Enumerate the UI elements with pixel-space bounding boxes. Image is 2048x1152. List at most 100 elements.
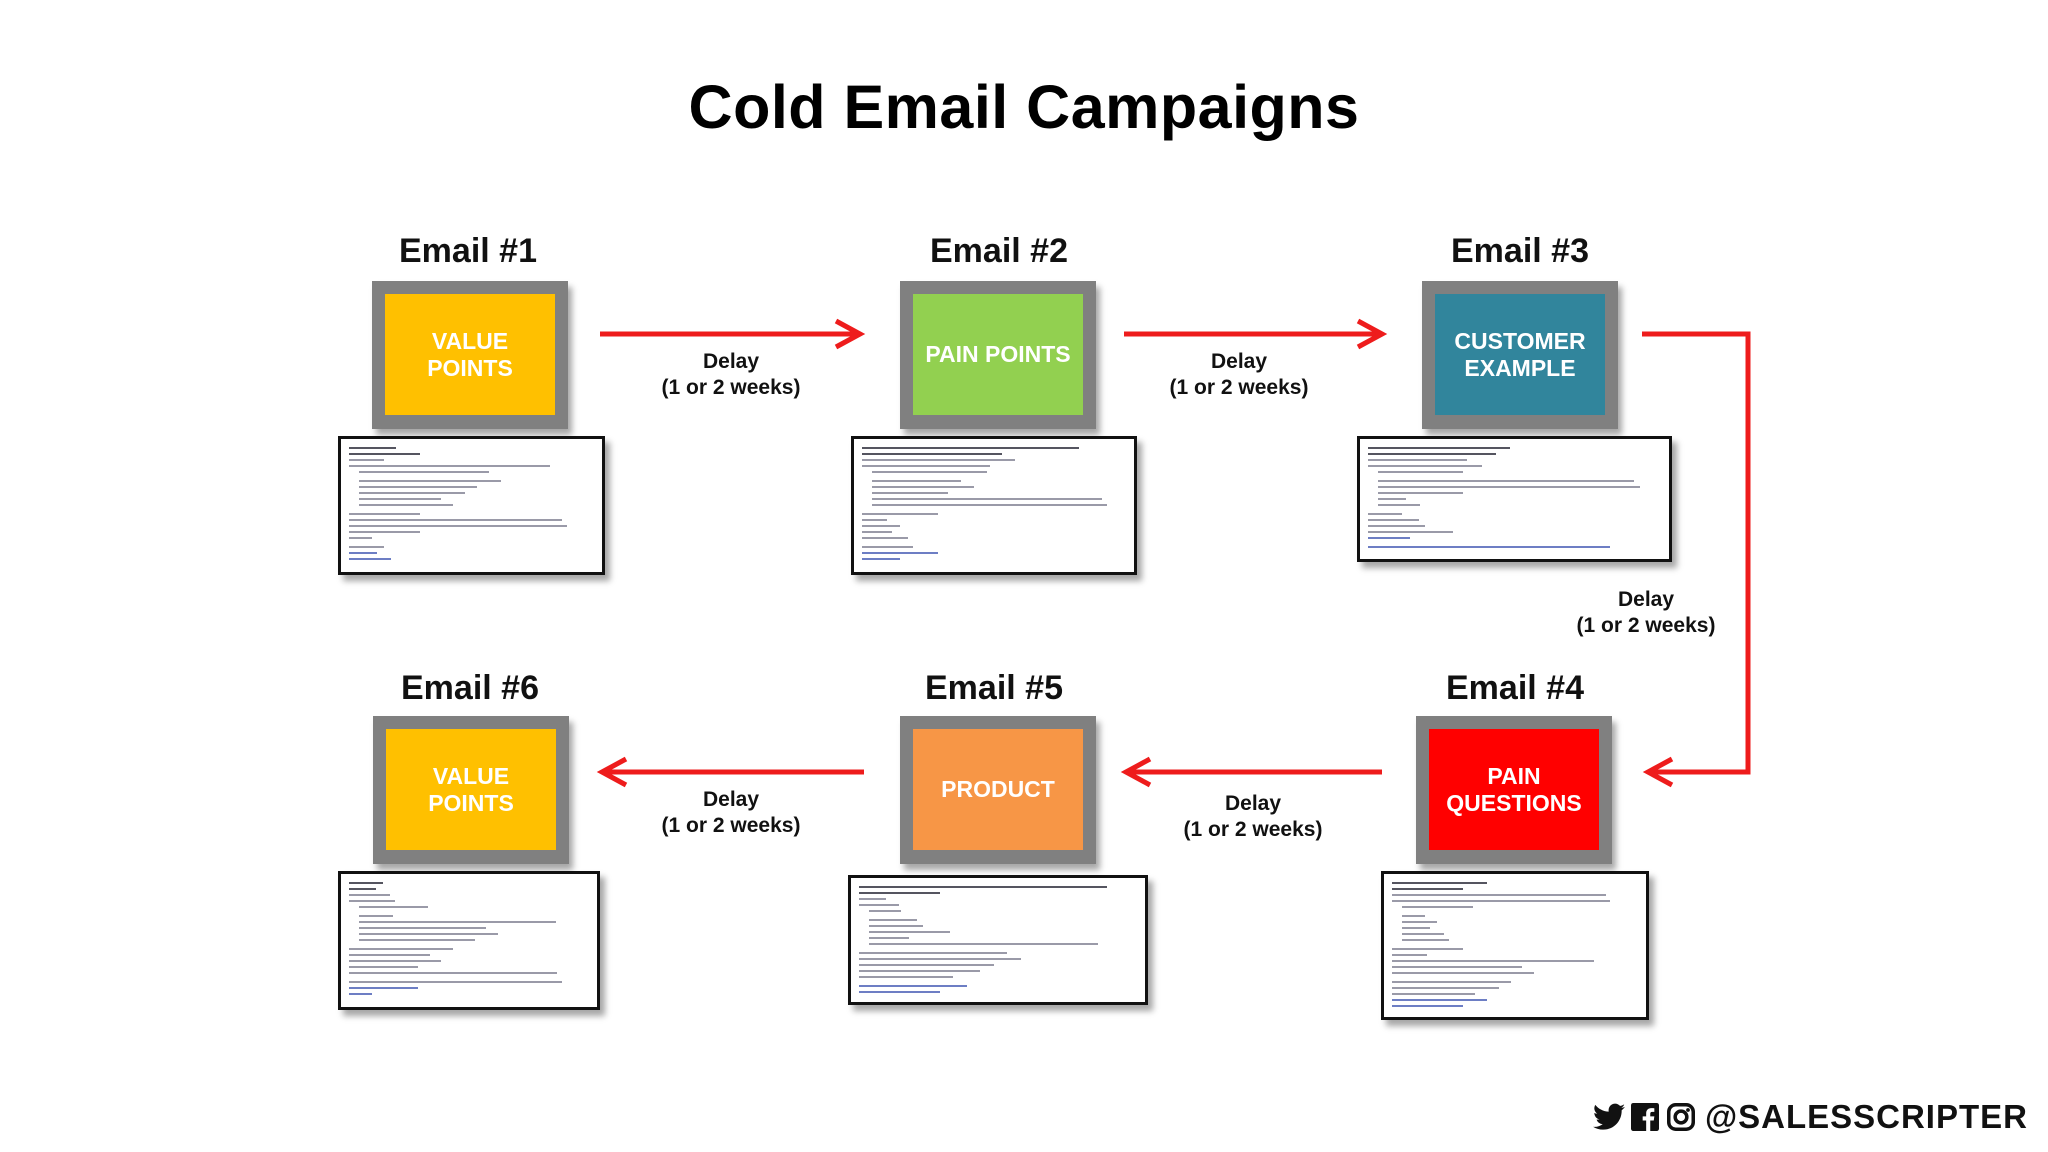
arrowhead-email1-to-email2 bbox=[834, 318, 866, 350]
thumbnail-text-line bbox=[1378, 471, 1463, 473]
thumbnail-text-line bbox=[1378, 492, 1463, 494]
thumbnail-text-line bbox=[1402, 939, 1449, 941]
thumbnail-text-line bbox=[359, 939, 475, 941]
thumbnail-text-line bbox=[349, 519, 562, 521]
thumbnail-text-line bbox=[1392, 981, 1511, 983]
email-6-label: Email #6 bbox=[401, 669, 539, 707]
delay-3-title: Delay bbox=[1617, 588, 1675, 611]
thumbnail-text-line bbox=[1368, 447, 1510, 449]
thumbnail-text-line bbox=[872, 498, 1102, 500]
thumbnail-text-line bbox=[872, 486, 974, 488]
thumbnail-text-line bbox=[1378, 498, 1406, 500]
thumbnail-text-line bbox=[1402, 933, 1444, 935]
email-4-box: PAIN QUESTIONS bbox=[1429, 729, 1599, 850]
thumbnail-text-line bbox=[359, 498, 441, 500]
thumbnail-text-line bbox=[359, 933, 498, 935]
thumbnail-text-line bbox=[1368, 459, 1467, 461]
thumbnail-text-line bbox=[1368, 453, 1496, 455]
delay-5-title: Delay bbox=[702, 788, 760, 811]
email-3-box: CUSTOMER EXAMPLE bbox=[1435, 294, 1605, 415]
thumbnail-text-line bbox=[859, 976, 953, 978]
thumbnail-text-line bbox=[1378, 504, 1420, 506]
email-3-label: Email #3 bbox=[1451, 232, 1589, 270]
thumbnail-text-line bbox=[349, 981, 562, 983]
thumbnail-text-line bbox=[872, 471, 987, 473]
thumbnail-text-line bbox=[862, 552, 938, 554]
email-3-frame: CUSTOMER EXAMPLE bbox=[1422, 281, 1618, 429]
thumbnail-text-line bbox=[1392, 987, 1499, 989]
facebook-icon[interactable] bbox=[1629, 1101, 1661, 1133]
thumbnail-text-line bbox=[349, 558, 391, 560]
email-6-thumbnail bbox=[338, 871, 600, 1010]
thumbnail-text-line bbox=[859, 958, 1021, 960]
thumbnail-text-line bbox=[1392, 954, 1427, 956]
thumbnail-text-line bbox=[1392, 960, 1594, 962]
thumbnail-text-line bbox=[349, 465, 550, 467]
thumbnail-text-line bbox=[359, 492, 465, 494]
thumbnail-text-line bbox=[359, 504, 453, 506]
thumbnail-text-line bbox=[862, 453, 1002, 455]
thumbnail-text-line bbox=[1368, 513, 1402, 515]
email-4-label: Email #4 bbox=[1446, 669, 1584, 707]
delay-label-3: Delay (1 or 2 weeks) bbox=[1546, 587, 1746, 639]
email-2-thumbnail bbox=[851, 436, 1137, 575]
thumbnail-text-line bbox=[1368, 537, 1410, 539]
email-1-box: VALUE POINTS bbox=[385, 294, 555, 415]
thumbnail-text-line bbox=[859, 952, 1007, 954]
thumbnail-text-line bbox=[349, 888, 376, 890]
arrowhead-email2-to-email3 bbox=[1356, 318, 1388, 350]
email-1-label: Email #1 bbox=[399, 232, 537, 270]
thumbnail-text-line bbox=[1392, 882, 1487, 884]
thumbnail-text-line bbox=[1368, 546, 1610, 548]
thumbnail-text-line bbox=[359, 915, 393, 917]
thumbnail-text-line bbox=[862, 465, 990, 467]
social-handle[interactable]: @SALESSCRIPTER bbox=[1704, 1098, 2028, 1135]
arrowhead-email3-to-email4 bbox=[1642, 756, 1674, 788]
thumbnail-text-line bbox=[359, 921, 556, 923]
thumbnail-text-line bbox=[1392, 900, 1610, 902]
thumbnail-text-line bbox=[349, 447, 396, 449]
thumbnail-text-line bbox=[1402, 915, 1425, 917]
thumbnail-text-line bbox=[1402, 906, 1473, 908]
thumbnail-text-line bbox=[349, 552, 377, 554]
email-2-box: PAIN POINTS bbox=[913, 294, 1083, 415]
arrowhead-email4-to-email5 bbox=[1120, 756, 1152, 788]
thumbnail-text-line bbox=[349, 513, 420, 515]
thumbnail-text-line bbox=[869, 925, 923, 927]
email-2-frame: PAIN POINTS bbox=[900, 281, 1096, 429]
thumbnail-text-line bbox=[1392, 1005, 1463, 1007]
thumbnail-text-line bbox=[349, 531, 420, 533]
thumbnail-text-line bbox=[349, 900, 395, 902]
delay-4-duration: (1 or 2 weeks) bbox=[1183, 818, 1323, 841]
email-1-frame: VALUE POINTS bbox=[372, 281, 568, 429]
thumbnail-text-line bbox=[1392, 894, 1606, 896]
thumbnail-text-line bbox=[862, 513, 938, 515]
thumbnail-text-line bbox=[1392, 972, 1534, 974]
thumbnail-text-line bbox=[862, 519, 887, 521]
thumbnail-text-line bbox=[859, 985, 967, 987]
thumbnail-text-line bbox=[349, 966, 418, 968]
delay-5-duration: (1 or 2 weeks) bbox=[661, 814, 801, 837]
delay-4-title: Delay bbox=[1224, 792, 1282, 815]
thumbnail-text-line bbox=[872, 492, 948, 494]
instagram-icon[interactable] bbox=[1665, 1101, 1697, 1133]
delay-1-duration: (1 or 2 weeks) bbox=[661, 376, 801, 399]
arrowhead-email5-to-email6 bbox=[596, 756, 628, 788]
delay-1-title: Delay bbox=[702, 350, 760, 373]
twitter-icon[interactable] bbox=[1592, 1101, 1625, 1133]
thumbnail-text-line bbox=[1392, 999, 1487, 1001]
thumbnail-text-line bbox=[872, 504, 1107, 506]
delay-label-5: Delay (1 or 2 weeks) bbox=[631, 787, 831, 839]
email-6-box: VALUE POINTS bbox=[386, 729, 556, 850]
thumbnail-text-line bbox=[349, 960, 441, 962]
thumbnail-text-line bbox=[862, 447, 1079, 449]
social-footer: @SALESSCRIPTER bbox=[1592, 1098, 2028, 1136]
thumbnail-text-line bbox=[1368, 531, 1453, 533]
delay-label-4: Delay (1 or 2 weeks) bbox=[1153, 791, 1353, 843]
thumbnail-text-line bbox=[862, 459, 1015, 461]
thumbnail-text-line bbox=[1392, 948, 1463, 950]
thumbnail-text-line bbox=[859, 991, 940, 993]
thumbnail-text-line bbox=[862, 546, 913, 548]
thumbnail-text-line bbox=[349, 459, 384, 461]
